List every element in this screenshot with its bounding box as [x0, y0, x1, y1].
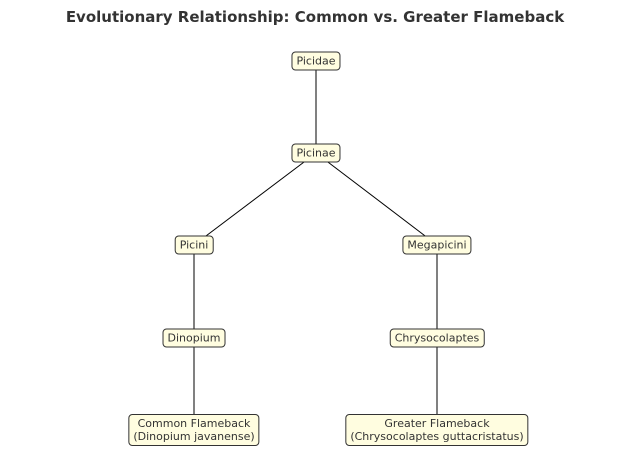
- node-megapicini-label: Megapicini: [407, 238, 467, 252]
- edge-picinae-picini: [193, 152, 317, 246]
- node-common-flameback-name: Common Flameback: [137, 417, 251, 430]
- node-dinopium-label: Dinopium: [167, 331, 221, 345]
- node-picinae: Picinae: [291, 143, 341, 163]
- node-common-flameback: Common Flameback (Dinopium javanense): [128, 414, 260, 446]
- node-greater-flameback-name: Greater Flameback: [384, 417, 490, 430]
- node-chrysocolaptes-label: Chrysocolaptes: [394, 331, 480, 345]
- node-picinae-label: Picinae: [296, 146, 336, 160]
- node-picidae: Picidae: [291, 51, 341, 71]
- node-megapicini: Megapicini: [402, 235, 472, 255]
- node-chrysocolaptes: Chrysocolaptes: [389, 328, 485, 348]
- node-picini-label: Picini: [179, 238, 209, 252]
- node-greater-flameback: Greater Flameback (Chrysocolaptes guttac…: [345, 414, 529, 446]
- node-common-flameback-scientific: (Dinopium javanense): [133, 430, 255, 443]
- diagram-title: Evolutionary Relationship: Common vs. Gr…: [65, 8, 565, 26]
- node-greater-flameback-scientific: (Chrysocolaptes guttacristatus): [350, 430, 524, 443]
- node-picini: Picini: [174, 235, 214, 255]
- node-picidae-label: Picidae: [296, 54, 336, 68]
- node-dinopium: Dinopium: [162, 328, 226, 348]
- edge-picinae-megapicini: [315, 152, 438, 246]
